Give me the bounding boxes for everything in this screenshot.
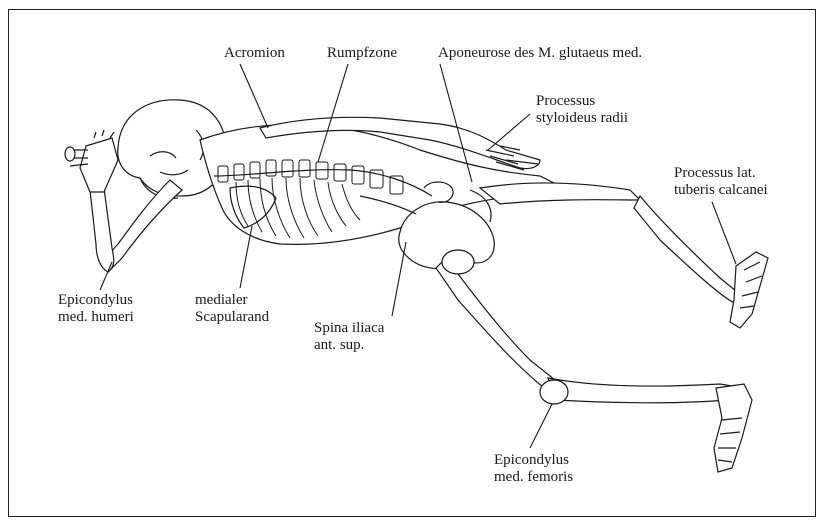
label-acromion: Acromion bbox=[224, 45, 285, 62]
label-rumpfzone: Rumpfzone bbox=[327, 45, 397, 62]
label-epicondylus-humeri-1: Epicondylus bbox=[58, 292, 133, 309]
body-outline bbox=[65, 100, 768, 472]
label-processus-lat-1: Processus lat. bbox=[674, 165, 756, 182]
label-aponeurose: Aponeurose des M. glutaeus med. bbox=[438, 45, 642, 62]
label-epicondylus-femoris-2: med. femoris bbox=[494, 469, 573, 486]
label-epicondylus-femoris-1: Epicondylus bbox=[494, 452, 569, 469]
label-scapularand-2: Scapularand bbox=[195, 309, 269, 326]
label-scapularand-1: medialer bbox=[195, 292, 247, 309]
label-processus-styloideus-2: styloideus radii bbox=[536, 110, 628, 127]
label-processus-styloideus-1: Processus bbox=[536, 93, 595, 110]
label-spina-iliaca-1: Spina iliaca bbox=[314, 320, 384, 337]
label-spina-iliaca-2: ant. sup. bbox=[314, 337, 364, 354]
label-processus-lat-2: tuberis calcanei bbox=[674, 182, 768, 199]
label-epicondylus-humeri-2: med. humeri bbox=[58, 309, 134, 326]
